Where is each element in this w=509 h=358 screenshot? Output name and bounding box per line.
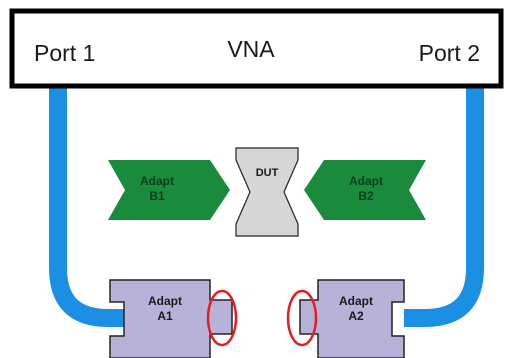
cable-port2 (404, 88, 484, 327)
adapt-b2-label-line2: B2 (358, 189, 374, 203)
adapt-b2-label-line1: Adapt (349, 174, 383, 188)
port2-label: Port 2 (419, 40, 480, 66)
vna-box (9, 8, 504, 89)
dut-label: DUT (256, 167, 279, 179)
adapt-a1-label-line2: A1 (157, 309, 173, 323)
adapt-a2-label-line1: Adapt (339, 294, 373, 308)
adapt-b1-shape (108, 160, 230, 220)
adapt-a2-shape (299, 279, 405, 358)
cable-port1 (49, 88, 124, 327)
vna-title: VNA (227, 36, 275, 62)
adapt-b1-label-line2: B1 (149, 189, 165, 203)
port1-label: Port 1 (34, 40, 95, 66)
adapt-b1-label-line1: Adapt (140, 174, 174, 188)
connector-highlight-a2 (286, 289, 318, 347)
adapt-a1-shape (109, 279, 233, 358)
connector-highlight-a1 (206, 289, 238, 347)
adapt-b2-shape (304, 160, 426, 220)
adapt-a1-label-line1: Adapt (148, 294, 182, 308)
dut-shape (235, 147, 299, 237)
adapt-a2-label-line2: A2 (348, 309, 364, 323)
